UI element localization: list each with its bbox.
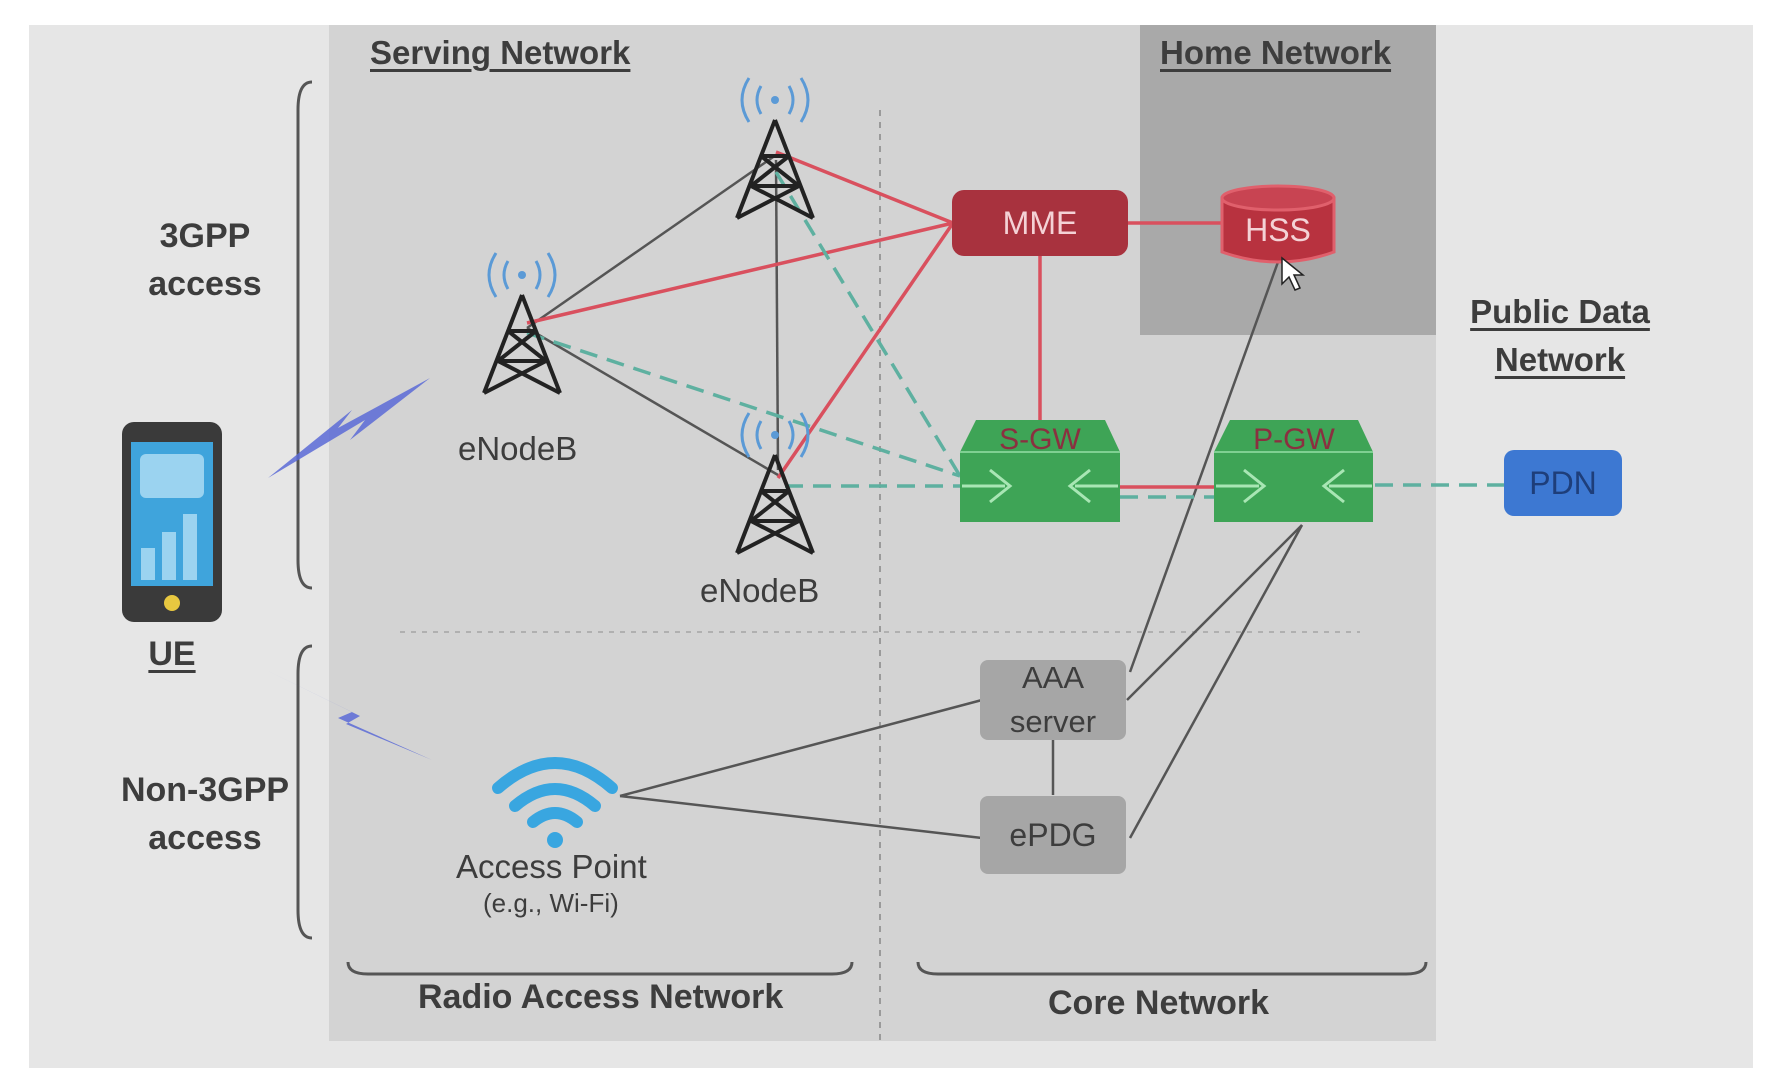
gray-links xyxy=(526,153,1304,840)
3gpp-access-label: 3GPP access xyxy=(148,217,262,303)
pgw-label: P-GW xyxy=(1253,423,1335,456)
sgw-label: S-GW xyxy=(999,423,1081,456)
serving-network-title: Serving Network xyxy=(370,34,631,71)
wifi-icon xyxy=(492,757,618,848)
enodeb-top-tower-icon xyxy=(735,77,815,220)
ue-label: UE xyxy=(148,635,196,673)
mme-box: MME xyxy=(952,190,1128,256)
public-data-network-title: Public Data Network xyxy=(1470,293,1650,378)
radio-link-3gpp xyxy=(268,378,430,478)
sgw-gateway-icon xyxy=(960,420,1120,522)
hss-database-icon xyxy=(1220,184,1336,264)
access-point-sublabel: (e.g., Wi-Fi) xyxy=(483,888,619,918)
enodeb-bottom-tower-icon xyxy=(735,412,815,555)
ran-bracket xyxy=(346,961,854,976)
enodeb-left-tower-icon xyxy=(482,252,562,395)
user-plane-links xyxy=(526,171,1505,499)
home-network-area xyxy=(1140,25,1436,335)
pgw-gateway-icon xyxy=(1214,420,1373,522)
cursor-icon xyxy=(1281,256,1306,291)
core-bracket xyxy=(916,961,1428,976)
home-network-title: Home Network xyxy=(1160,34,1392,71)
access-point-label: Access Point xyxy=(456,848,647,885)
enodeb-bottom-label: eNodeB xyxy=(700,572,820,609)
pdn-box: PDN xyxy=(1504,450,1622,516)
hss-label: HSS xyxy=(1245,211,1311,248)
3gpp-bracket xyxy=(296,80,313,590)
epdg-box: ePDG xyxy=(980,796,1126,874)
enodeb-left-label: eNodeB xyxy=(458,430,578,467)
non3gpp-access-label: Non-3GPP access xyxy=(120,771,290,857)
aaa-server-box: AAA server xyxy=(980,660,1126,740)
core-network-label: Core Network xyxy=(1048,984,1270,1022)
non3gpp-bracket xyxy=(296,644,313,940)
ue-phone-icon xyxy=(122,422,222,622)
radio-access-network-label: Radio Access Network xyxy=(418,978,784,1016)
